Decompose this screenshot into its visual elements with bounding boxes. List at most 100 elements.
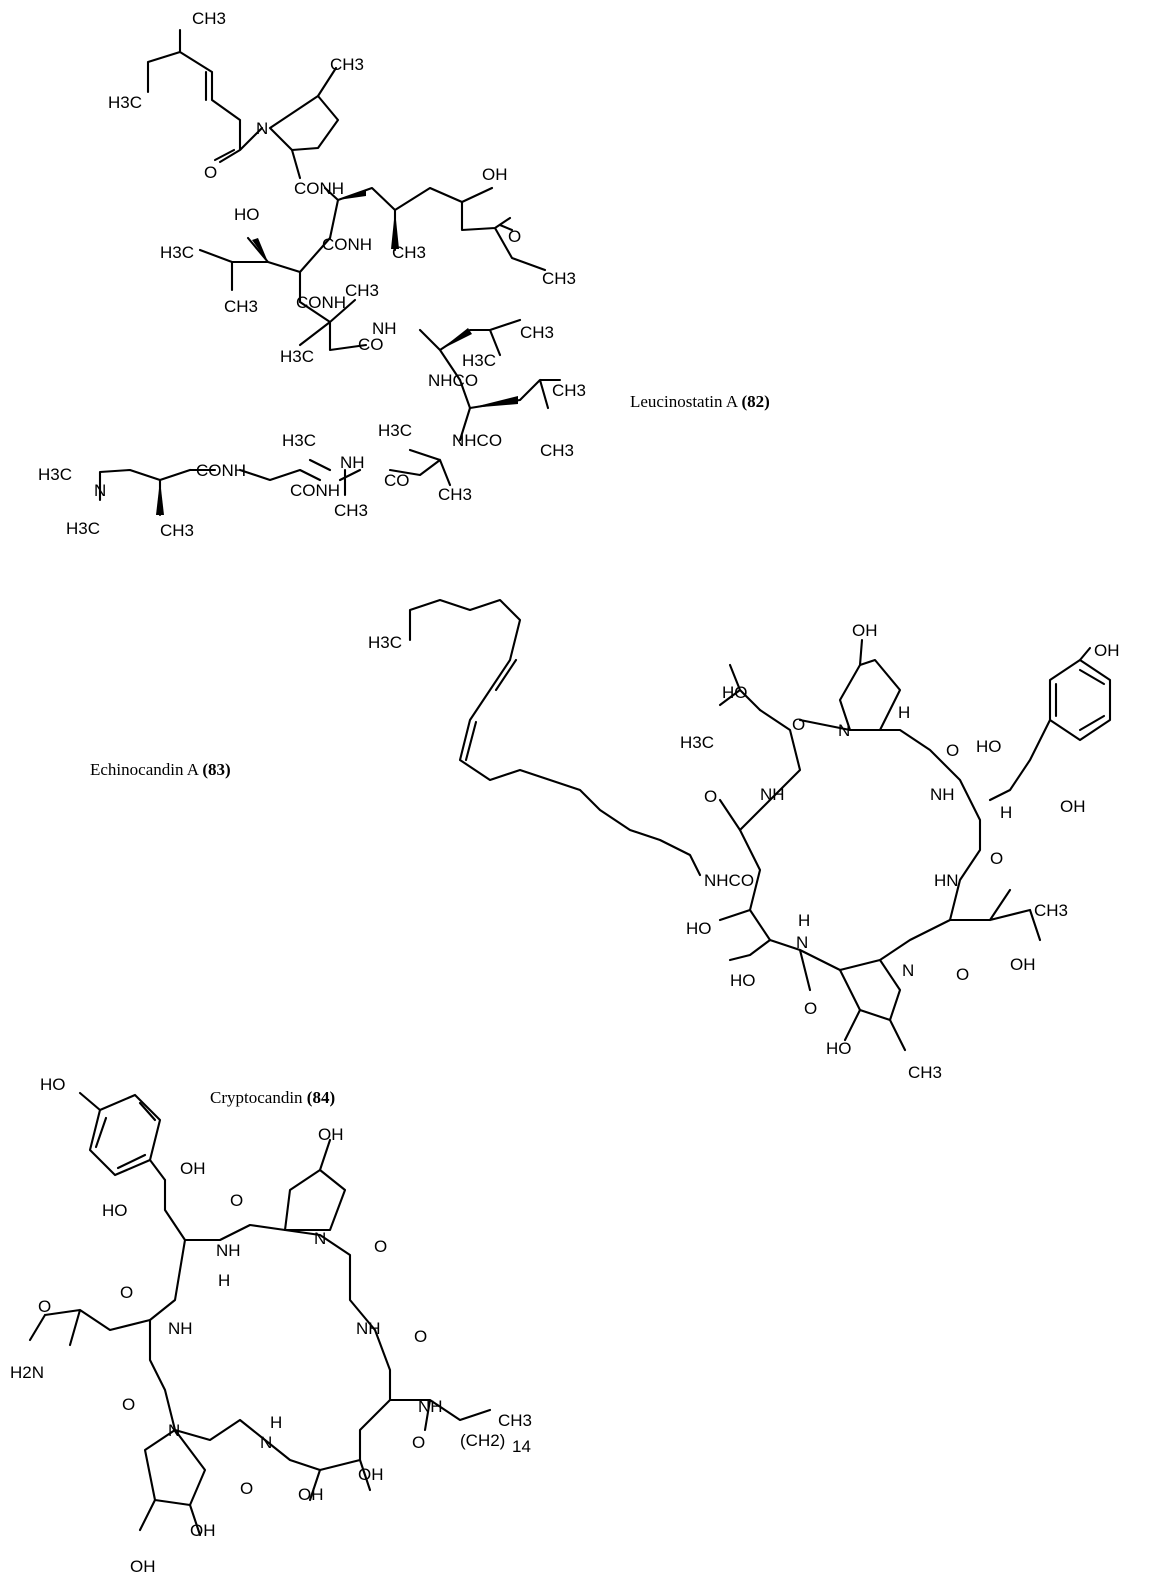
label-h: H — [898, 703, 910, 722]
label-oh: OH — [318, 1125, 344, 1144]
label-h: H — [1000, 803, 1012, 822]
label-nh: NH — [216, 1241, 241, 1260]
label-h3c: H3C — [282, 431, 316, 450]
label-o: O — [374, 1237, 387, 1256]
label-h3c: H3C — [66, 519, 100, 538]
compound-number: (83) — [202, 760, 231, 779]
label-oh: OH — [130, 1557, 156, 1576]
label-oh: OH — [852, 621, 878, 640]
label-o: O — [508, 227, 521, 246]
label-o: O — [414, 1327, 427, 1346]
compound-name: Echinocandin A — [90, 760, 199, 779]
label-nhco: NHCO — [704, 871, 754, 890]
label-ch3: CH3 — [908, 1063, 942, 1082]
label-n: N — [838, 721, 850, 740]
label-o: O — [704, 787, 717, 806]
label-o: O — [230, 1191, 243, 1210]
leucinostatin-a-structure — [98, 28, 562, 517]
label-co: CO — [384, 471, 410, 490]
label-ch3: CH3 — [520, 323, 554, 342]
label-n: N — [314, 1229, 326, 1248]
label-oh: OH — [180, 1159, 206, 1178]
label-nh: NH — [340, 453, 365, 472]
label-ch3: CH3 — [438, 485, 472, 504]
label-oh: OH — [482, 165, 508, 184]
label-ch3: CH3 — [1034, 901, 1068, 920]
label-ch3: CH3 — [192, 9, 226, 28]
label-h3c: H3C — [680, 733, 714, 752]
label-h3c: H3C — [368, 633, 402, 652]
label-ho: HO — [40, 1075, 66, 1094]
echinocandin-atom-labels: H3C OH OH HO O N H O H3C HO O NH NH H OH… — [368, 621, 1120, 1082]
label-hn: HN — [934, 871, 959, 890]
label-ho: HO — [730, 971, 756, 990]
caption-echinocandin: Echinocandin A (83) — [90, 760, 231, 780]
label-ch3: CH3 — [392, 243, 426, 262]
label-o: O — [38, 1297, 51, 1316]
label-n: N — [168, 1421, 180, 1440]
label-ch3: CH3 — [542, 269, 576, 288]
label-conh: CONH — [296, 293, 346, 312]
label-h: H — [798, 911, 810, 930]
label-o: O — [122, 1395, 135, 1414]
label-ho: HO — [826, 1039, 852, 1058]
label-o: O — [990, 849, 1003, 868]
label-ch3: CH3 — [345, 281, 379, 300]
label-nh: NH — [168, 1319, 193, 1338]
label-h: H — [218, 1271, 230, 1290]
label-conh: CONH — [294, 179, 344, 198]
label-h3c: H3C — [108, 93, 142, 112]
cryptocandin-atom-labels: HO OH OH O HO N O NH H O O NH NH O H2N O… — [10, 1075, 532, 1576]
label-h3c: H3C — [160, 243, 194, 262]
label-nh: NH — [372, 319, 397, 338]
label-ho: HO — [234, 205, 260, 224]
label-n: N — [902, 961, 914, 980]
compound-number: (84) — [306, 1088, 336, 1107]
compound-name: Cryptocandin — [210, 1088, 303, 1107]
label-o: O — [804, 999, 817, 1018]
label-ho: HO — [976, 737, 1002, 756]
label-co: CO — [358, 335, 384, 354]
label-ch3: CH3 — [498, 1411, 532, 1430]
label-h3c: H3C — [280, 347, 314, 366]
label-oh: OH — [1010, 955, 1036, 974]
label-ch3: CH3 — [334, 501, 368, 520]
label-o: O — [240, 1479, 253, 1498]
label-conh: CONH — [290, 481, 340, 500]
label-n: N — [796, 933, 808, 952]
label-ch3: CH3 — [224, 297, 258, 316]
label-oh: OH — [1060, 797, 1086, 816]
label-oh: OH — [298, 1485, 324, 1504]
label-ch2: (CH2) — [460, 1431, 505, 1450]
label-conh: CONH — [196, 461, 246, 480]
label-nh: NH — [930, 785, 955, 804]
label-h: H — [270, 1413, 282, 1432]
caption-cryptocandin: Cryptocandin (84) — [210, 1088, 335, 1108]
label-oh: OH — [1094, 641, 1120, 660]
label-n: N — [256, 119, 268, 138]
label-nh: NH — [356, 1319, 381, 1338]
label-n: N — [94, 481, 106, 500]
label-o: O — [792, 715, 805, 734]
label-ho: HO — [722, 683, 748, 702]
label-oh: OH — [358, 1465, 384, 1484]
cryptocandin-structure — [28, 1091, 492, 1537]
label-nhco: NHCO — [428, 371, 478, 390]
label-o: O — [946, 741, 959, 760]
label-nhco: NHCO — [452, 431, 502, 450]
label-h2n: H2N — [10, 1363, 44, 1382]
label-o: O — [120, 1283, 133, 1302]
echinocandin-a-structure — [408, 598, 1112, 1052]
label-ch3: CH3 — [330, 55, 364, 74]
label-h3c: H3C — [38, 465, 72, 484]
label-oh: OH — [190, 1521, 216, 1540]
label-n: N — [260, 1433, 272, 1452]
label-h3c: H3C — [378, 421, 412, 440]
label-nh: NH — [418, 1397, 443, 1416]
label-o: O — [204, 163, 217, 182]
label-ch3: CH3 — [540, 441, 574, 460]
leucinostatin-atom-labels: CH3 H3C N CH3 O CONH OH HO CONH CH3 O H3… — [38, 9, 586, 540]
label-o: O — [956, 965, 969, 984]
label-ho: HO — [102, 1201, 128, 1220]
